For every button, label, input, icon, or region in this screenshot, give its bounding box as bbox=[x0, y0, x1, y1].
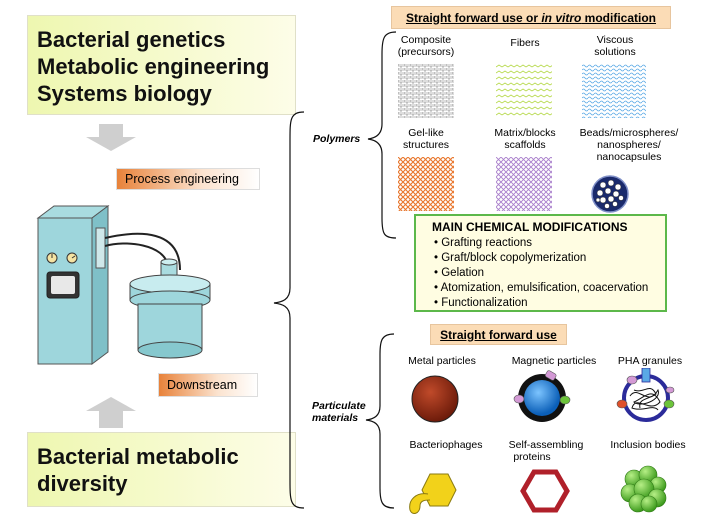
process-engineering-label: Process engineering bbox=[116, 168, 260, 190]
polymer-label-beads-1: Beads/microspheres/ bbox=[579, 127, 679, 139]
top-box-line-1: Bacterial genetics bbox=[37, 27, 226, 52]
gel-structure-icon bbox=[398, 157, 454, 211]
particle-label-inclusion: Inclusion bodies bbox=[610, 439, 686, 451]
modification-item: Atomization, emulsification, coacervatio… bbox=[434, 281, 657, 296]
composite-mesh-icon bbox=[398, 64, 454, 118]
fibers-icon bbox=[496, 64, 552, 118]
polymers-header: Straight forward use or in vitro modific… bbox=[391, 6, 671, 29]
polymer-label-composite-1: Composite bbox=[400, 34, 452, 46]
viscous-solution-icon bbox=[582, 64, 646, 118]
polymer-label-viscous-1: Viscous bbox=[596, 34, 634, 46]
polymers-header-plain: Straight forward use or bbox=[405, 10, 542, 25]
matrix-scaffold-icon bbox=[496, 157, 552, 211]
particle-label-self-assembling-2: proteins bbox=[513, 451, 551, 463]
top-box-line-3: Systems biology bbox=[37, 81, 212, 106]
polymers-brace bbox=[367, 31, 397, 239]
polymer-label-matrix-2: scaffolds bbox=[504, 139, 546, 151]
bottom-box-line-1: Bacterial metabolic bbox=[37, 444, 239, 469]
polymer-label-composite-2: (precursors) bbox=[397, 46, 455, 58]
modification-item: Grafting reactions bbox=[434, 236, 657, 251]
main-brace bbox=[273, 111, 305, 509]
bioreactor-icon bbox=[36, 205, 211, 365]
up-arrow-icon bbox=[86, 397, 136, 428]
polymers-category-label: Polymers bbox=[313, 133, 361, 145]
particulate-category-label-1: Particulate bbox=[312, 400, 366, 412]
pha-granule-icon bbox=[616, 368, 675, 422]
particle-label-magnetic: Magnetic particles bbox=[511, 355, 597, 367]
polymer-label-viscous-2: solutions bbox=[594, 46, 636, 58]
polymer-label-gel-2: structures bbox=[402, 139, 450, 151]
polymer-label-matrix-1: Matrix/blocks bbox=[494, 127, 556, 139]
metal-particle-icon bbox=[411, 375, 459, 423]
polymer-label-fibers: Fibers bbox=[510, 37, 540, 49]
top-box-line-2: Metabolic engineering bbox=[37, 54, 270, 79]
modifications-title: MAIN CHEMICAL MODIFICATIONS bbox=[432, 220, 628, 234]
metabolic-diversity-box bbox=[27, 432, 296, 507]
particulate-header: Straight forward use bbox=[430, 324, 567, 345]
hexagon-protein-icon bbox=[520, 469, 570, 513]
bacterial-genetics-box bbox=[27, 15, 296, 115]
particle-label-pha: PHA granules bbox=[617, 355, 683, 367]
modification-item: Graft/block copolymerization bbox=[434, 251, 657, 266]
polymer-label-beads-2: nanospheres/ bbox=[597, 139, 661, 151]
modification-item: Functionalization bbox=[434, 296, 657, 311]
polymer-label-beads-3: nanocapsules bbox=[596, 151, 662, 163]
modifications-list: Grafting reactions Graft/block copolymer… bbox=[424, 236, 657, 311]
magnetic-particle-icon bbox=[513, 370, 571, 422]
particle-label-metal: Metal particles bbox=[408, 355, 476, 367]
modification-item: Gelation bbox=[434, 266, 657, 281]
bottom-box-line-2: diversity bbox=[37, 471, 128, 496]
downstream-label: Downstream bbox=[158, 373, 258, 397]
chemical-modifications-box: MAIN CHEMICAL MODIFICATIONS Grafting rea… bbox=[414, 214, 667, 312]
particle-label-bacteriophages: Bacteriophages bbox=[409, 439, 483, 451]
bead-cluster-icon bbox=[591, 175, 629, 213]
polymers-header-italic: in vitro bbox=[541, 10, 582, 25]
particle-label-self-assembling-1: Self-assembling bbox=[508, 439, 584, 451]
polymers-header-end: modification bbox=[581, 10, 657, 25]
bacteriophage-icon bbox=[409, 473, 457, 514]
inclusion-body-icon bbox=[620, 465, 667, 513]
particulate-brace bbox=[365, 333, 395, 509]
polymer-label-gel-1: Gel-like bbox=[408, 127, 444, 139]
down-arrow-icon bbox=[86, 124, 136, 151]
particulate-category-label-2: materials bbox=[312, 412, 359, 424]
